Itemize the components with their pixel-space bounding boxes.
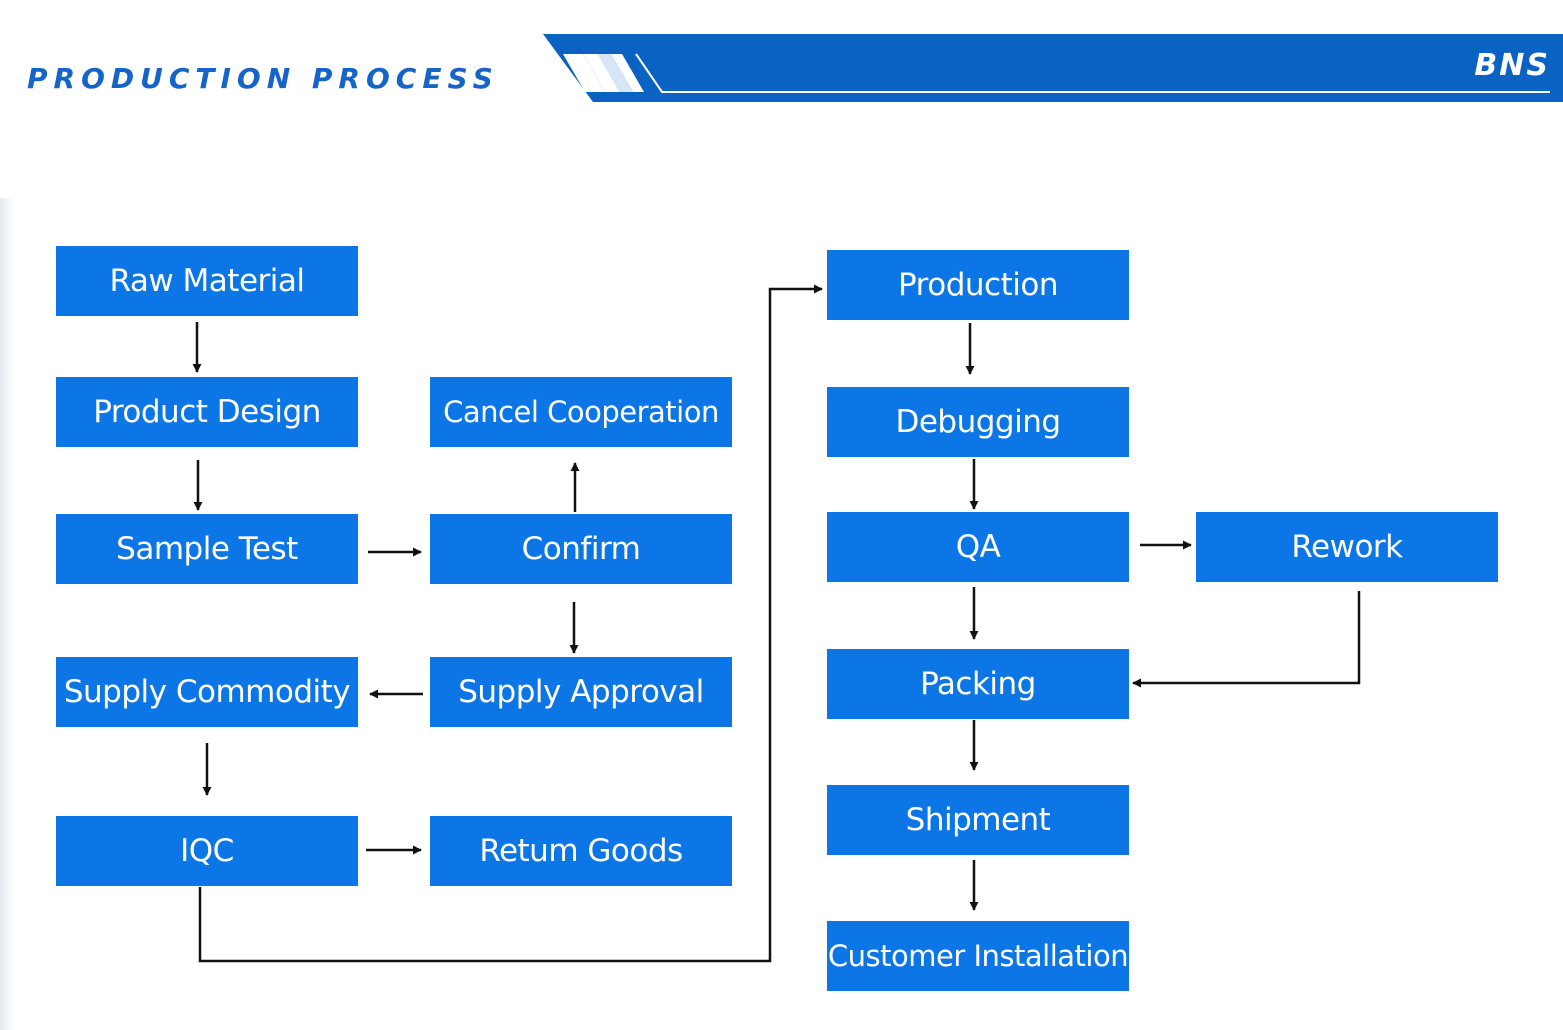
node-production: Production <box>827 250 1129 320</box>
header-blue-band <box>543 34 1563 102</box>
node-rework: Rework <box>1196 512 1498 582</box>
header-stripe <box>598 54 633 92</box>
node-sample-test: Sample Test <box>56 514 358 584</box>
header-banner <box>543 34 1563 102</box>
arrow-iqc-to-production <box>198 284 823 963</box>
header-stripe <box>611 54 644 92</box>
node-supply-approval: Supply Approval <box>430 657 732 727</box>
node-product-design: Product Design <box>56 377 358 447</box>
node-packing: Packing <box>827 649 1129 719</box>
header-stripe <box>583 54 620 92</box>
header-underline <box>635 53 1550 93</box>
node-shipment: Shipment <box>827 785 1129 855</box>
node-cancel-cooperation: Cancel Cooperation <box>430 377 732 447</box>
brand-logo: BNS <box>1474 48 1550 83</box>
node-debugging: Debugging <box>827 387 1129 457</box>
node-qa: QA <box>827 512 1129 582</box>
left-edge-shadow <box>0 198 14 1030</box>
node-confirm: Confirm <box>430 514 732 584</box>
node-customer-installation: Customer Installation <box>827 921 1129 991</box>
node-return-goods: Retum Goods <box>430 816 732 886</box>
node-supply-commodity: Supply Commodity <box>56 657 358 727</box>
node-raw-material: Raw Material <box>56 246 358 316</box>
node-iqc: IQC <box>56 816 358 886</box>
header-stripe <box>563 54 605 92</box>
page-header: PRODUCTION PROCESS BNS <box>0 0 1563 130</box>
arrow-rework-to-packing <box>1132 591 1361 688</box>
page-title: PRODUCTION PROCESS <box>27 62 499 95</box>
